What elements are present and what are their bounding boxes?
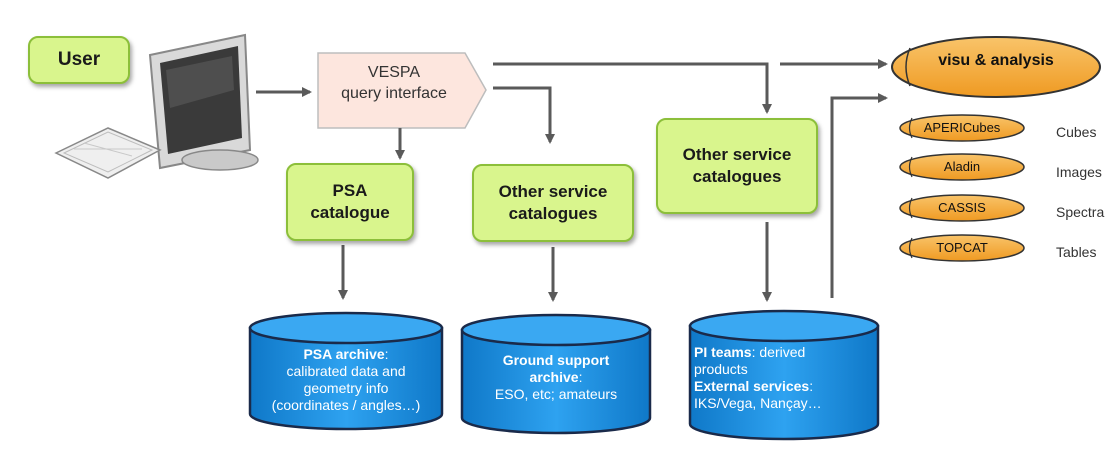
psa-archive-line3: (coordinates / angles…) <box>271 397 421 413</box>
tool-ellipse-cassis <box>899 194 1025 222</box>
tool-ellipse-topcat <box>899 234 1025 262</box>
arrow-archive-to-visu <box>830 93 888 298</box>
other-service-catalogues-right-label: Other service catalogues <box>682 145 792 186</box>
pi-teams-archive-db <box>688 309 880 441</box>
ground-support-archive-db <box>460 313 652 435</box>
psa-archive-colon: : <box>384 346 389 362</box>
vespa-query-interface <box>317 52 487 129</box>
tool-kind-spectra: Spectra <box>1056 204 1105 220</box>
other-service-catalogues-mid-label: Other service catalogues <box>498 182 608 223</box>
ground-archive-title2: archive <box>529 369 579 385</box>
user-box: User <box>28 36 130 84</box>
ground-support-archive-text: Ground support archive: ESO, etc; amateu… <box>464 352 648 403</box>
pi-teams-line4: IKS/Vega, Nançay… <box>694 395 822 411</box>
vespa-title: VESPA <box>367 64 421 81</box>
ground-archive-title1: Ground support <box>502 352 610 368</box>
tool-name-aladin: Aladin <box>943 159 981 174</box>
psa-archive-line1: calibrated data and <box>286 363 406 379</box>
tool-ellipse-aladin <box>899 153 1025 181</box>
tool-kind-cubes: Cubes <box>1056 124 1097 140</box>
visu-analysis-ellipse <box>891 36 1101 98</box>
tool-name-apericubes: APERICubes <box>923 120 1001 135</box>
ground-archive-colon: : <box>578 369 583 385</box>
visu-analysis-label: visu & analysis <box>938 52 1054 69</box>
pi-teams-archive-text: PI teams: derived products External serv… <box>694 344 880 412</box>
ground-archive-line: ESO, etc; amateurs <box>494 386 618 402</box>
psa-archive-line2: geometry info <box>303 380 389 396</box>
external-services-colon: : <box>809 378 814 394</box>
psa-archive-text: PSA archive: calibrated data and geometr… <box>252 346 440 414</box>
external-services-title: External services <box>694 378 810 394</box>
psa-archive-title: PSA archive <box>303 346 385 362</box>
other-service-catalogues-mid-box: Other service catalogues <box>472 164 634 242</box>
psa-catalogue-label: PSA catalogue <box>310 181 390 222</box>
vespa-subtitle: query interface <box>341 85 447 102</box>
arrow-vespa-top-line <box>493 62 772 114</box>
psa-catalogue-box: PSA catalogue <box>286 163 414 241</box>
other-service-catalogues-right-box: Other service catalogues <box>656 118 818 214</box>
computer-icon <box>54 33 259 179</box>
tool-ellipse-apericubes <box>899 114 1025 142</box>
tool-name-topcat: TOPCAT <box>936 240 988 255</box>
tool-name-cassis: CASSIS <box>938 200 986 215</box>
pi-teams-rest: : derived <box>751 344 806 360</box>
tool-kind-tables: Tables <box>1056 244 1097 260</box>
pi-teams-line2: products <box>694 361 748 377</box>
arrow-vespa-to-other-mid <box>493 86 555 144</box>
psa-archive-db <box>248 311 444 431</box>
vespa-label: VESPA query interface <box>318 62 470 104</box>
user-label: User <box>57 49 101 70</box>
pi-teams-title: PI teams <box>694 344 752 360</box>
tool-kind-images: Images <box>1056 164 1102 180</box>
